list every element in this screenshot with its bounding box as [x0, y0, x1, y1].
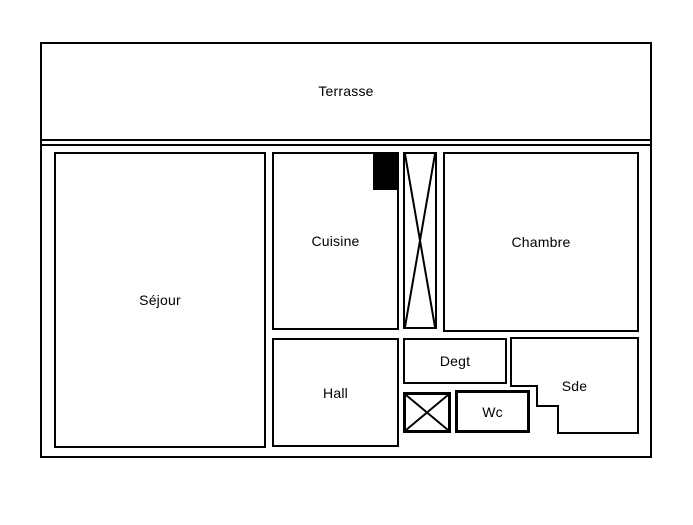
room-terrasse-label: Terrasse [318, 82, 374, 99]
room-degt: Degt [403, 338, 507, 384]
room-cuisine-label: Cuisine [311, 233, 360, 249]
room-hall-label: Hall [323, 384, 348, 401]
terrasse-divider-lower [40, 144, 652, 146]
duct-cross-icon [403, 392, 451, 433]
room-terrasse: Terrasse [40, 42, 652, 139]
room-sejour-label: Séjour [139, 292, 181, 308]
terrasse-divider-upper [40, 139, 652, 141]
room-hall: Hall [272, 338, 399, 447]
room-sejour: Séjour [54, 152, 266, 448]
room-wc: Wc [455, 390, 530, 433]
chimney-block-icon [373, 152, 397, 190]
room-chambre: Chambre [443, 152, 639, 332]
room-degt-label: Degt [439, 353, 471, 369]
shaft-cross-icon [403, 152, 437, 329]
room-wc-label: Wc [482, 403, 503, 420]
room-sde-outline [510, 337, 639, 434]
room-chambre-label: Chambre [511, 234, 571, 250]
